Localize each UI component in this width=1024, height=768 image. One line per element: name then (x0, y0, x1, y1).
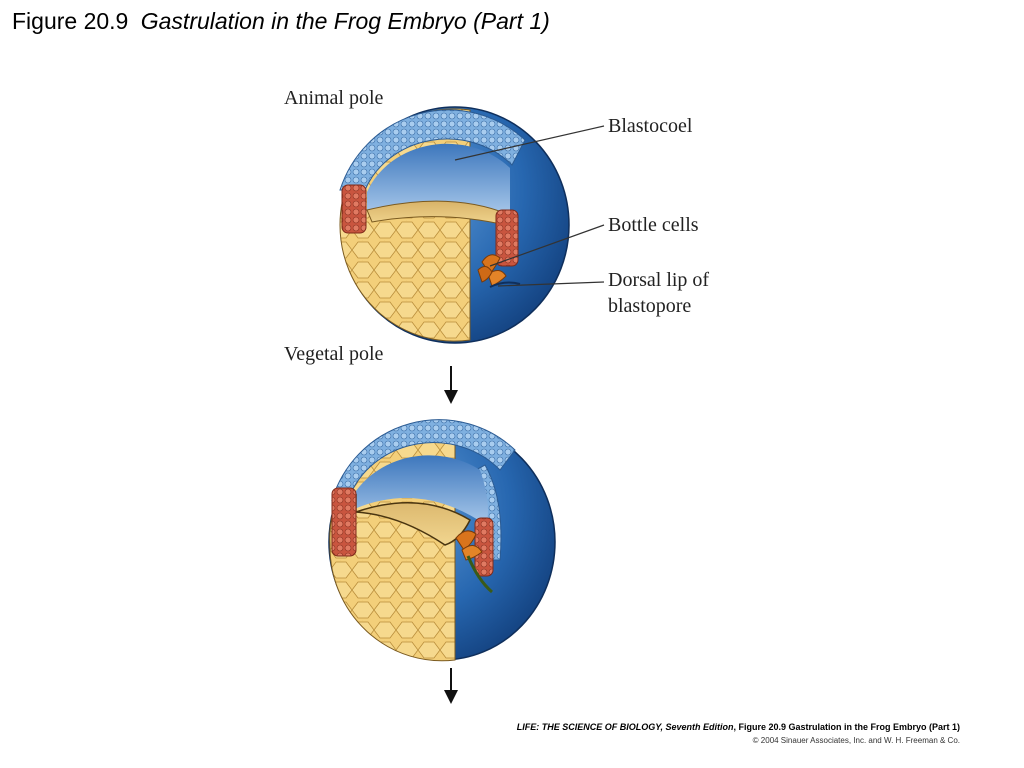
credit-book: LIFE: THE SCIENCE OF BIOLOGY, Seventh Ed… (516, 722, 734, 732)
label-dorsal-lip-line2: blastopore (608, 295, 692, 317)
label-dorsal-lip-line1: Dorsal lip of (608, 269, 710, 291)
arrow-down-2 (444, 668, 458, 704)
marginal-zone-right (495, 209, 519, 267)
leader-blastocoel (454, 125, 605, 161)
label-blastocoel: Blastocoel (608, 115, 693, 137)
credit-line: LIFE: THE SCIENCE OF BIOLOGY, Seventh Ed… (517, 722, 960, 732)
figure-number: Figure 20.9 (12, 8, 129, 34)
embryo2-blastocoel (352, 455, 488, 525)
label-vegetal-pole: Vegetal pole (284, 343, 384, 365)
bottle-cells-2 (455, 530, 483, 561)
figure-caption: Gastrulation in the Frog Embryo (Part 1) (140, 8, 550, 34)
leader-bottle-cells (489, 224, 605, 267)
copyright-line: © 2004 Sinauer Associates, Inc. and W. H… (752, 736, 960, 745)
animal-cap-ectoderm (339, 109, 526, 191)
label-bottle-cells: Bottle cells (608, 214, 699, 236)
embryo-early-gastrula (339, 106, 570, 344)
arrow-down-1 (444, 366, 458, 404)
embryo2-ectoderm (331, 419, 516, 501)
embryo2-archenteron-roof (355, 494, 471, 546)
leader-dorsal-lip (497, 281, 605, 287)
embryo2-mesoderm-left (331, 487, 357, 557)
blastocoel-cavity (367, 143, 510, 215)
label-animal-pole: Animal pole (284, 87, 384, 109)
bottle-cells-1 (477, 254, 507, 287)
embryo-later-gastrula (328, 419, 556, 662)
marginal-zone-left (341, 184, 367, 234)
figure-title: Figure 20.9 Gastrulation in the Frog Emb… (12, 8, 550, 35)
credit-figure: , Figure 20.9 Gastrulation in the Frog E… (733, 722, 960, 732)
embryo2-archenteron (466, 555, 493, 594)
dorsal-lip-blastopore-1 (489, 281, 521, 288)
